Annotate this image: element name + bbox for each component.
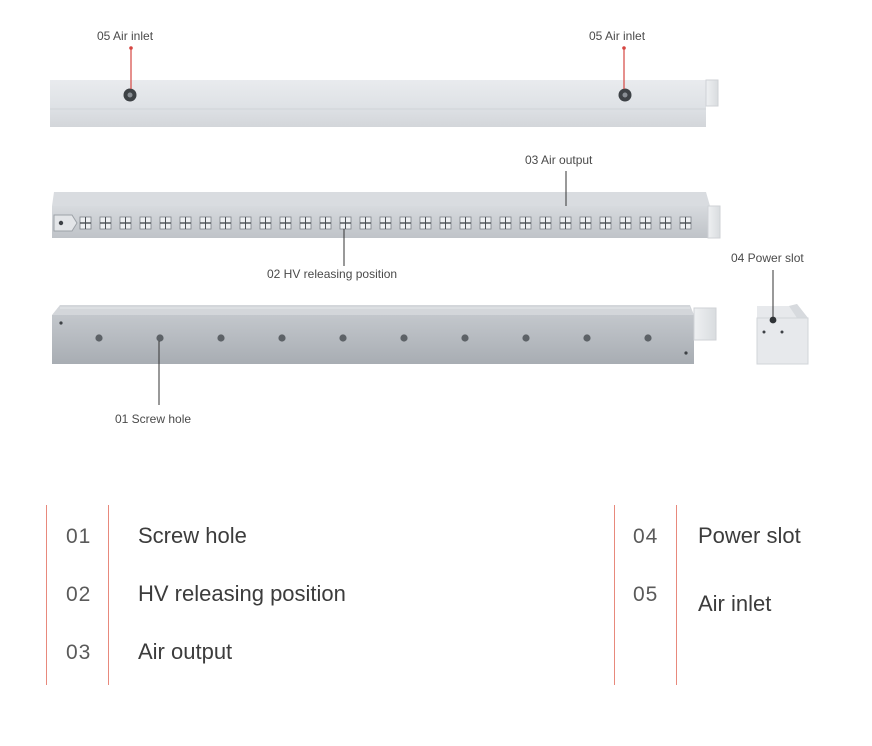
- emitter-tip: [119, 216, 132, 230]
- middle-bar-view: 03 Air output 02 HV releasing position: [52, 153, 721, 281]
- legend-number-02: 02: [66, 583, 92, 606]
- screw-hole: [95, 334, 103, 342]
- emitter-tip: [79, 216, 92, 230]
- emitter-tip: [619, 216, 632, 230]
- screw-hole: [156, 334, 164, 342]
- legend-label-power-slot: Power slot: [698, 523, 801, 548]
- emitter-tip: [639, 216, 652, 230]
- emitter-tip: [679, 216, 692, 230]
- bottom-bar-endcap: [693, 307, 717, 341]
- callout-air-inlet-left: 05 Air inlet: [97, 29, 154, 43]
- callout-hv-releasing: 02 HV releasing position: [267, 267, 397, 281]
- screw-hole: [522, 334, 530, 342]
- emitter-row: [79, 216, 692, 230]
- emitter-tip: [299, 216, 312, 230]
- bottom-bar-body: [52, 315, 694, 364]
- bottom-bar-top-face: [52, 305, 694, 315]
- screw-hole: [461, 334, 469, 342]
- emitter-tip: [199, 216, 212, 230]
- middle-bar-left-plug: [53, 214, 78, 232]
- emitter-tip: [339, 216, 352, 230]
- emitter-tip: [459, 216, 472, 230]
- callout-air-inlet-right: 05 Air inlet: [589, 29, 646, 43]
- end-view: 04 Power slot: [731, 251, 809, 365]
- emitter-tip: [319, 216, 332, 230]
- emitter-tip: [579, 216, 592, 230]
- top-bar-body: [50, 80, 706, 127]
- emitter-tip: [179, 216, 192, 230]
- emitter-tip: [239, 216, 252, 230]
- legend-divider: [614, 505, 615, 685]
- legend-label-air-inlet: Air inlet: [698, 591, 772, 616]
- emitter-tip: [659, 216, 672, 230]
- emitter-tip: [219, 216, 232, 230]
- legend-divider: [108, 505, 109, 685]
- legend: 01 Screw hole 02 HV releasing position 0…: [0, 505, 872, 685]
- power-slot-hole: [769, 316, 777, 324]
- middle-bar-endcap: [707, 205, 721, 239]
- emitter-tip: [539, 216, 552, 230]
- screw-hole: [644, 334, 652, 342]
- emitter-tip: [439, 216, 452, 230]
- emitter-tip: [139, 216, 152, 230]
- legend-divider: [46, 505, 47, 685]
- emitter-tip: [159, 216, 172, 230]
- screw-hole: [217, 334, 225, 342]
- screw-hole: [339, 334, 347, 342]
- legend-number-03: 03: [66, 641, 92, 664]
- emitter-tip: [499, 216, 512, 230]
- legend-label-air-output: Air output: [138, 639, 233, 664]
- callout-screw-hole: 01 Screw hole: [115, 412, 191, 426]
- emitter-tip: [99, 216, 112, 230]
- bottom-bar-view: 01 Screw hole: [52, 305, 717, 426]
- screw-hole-row: [95, 334, 652, 342]
- legend-divider: [676, 505, 677, 685]
- ionizing-bar-diagram: 05 Air inlet 05 Air inlet 03 Air output …: [50, 29, 809, 426]
- top-bar-endcap: [705, 79, 719, 107]
- emitter-tip: [479, 216, 492, 230]
- end-view-face: [757, 304, 808, 364]
- legend-label-hv-releasing: HV releasing position: [138, 581, 346, 606]
- emitter-tip: [379, 216, 392, 230]
- screw-hole: [278, 334, 286, 342]
- emitter-tip: [279, 216, 292, 230]
- emitter-tip: [419, 216, 432, 230]
- top-bar-view: 05 Air inlet 05 Air inlet: [50, 29, 719, 127]
- emitter-tip: [359, 216, 372, 230]
- middle-bar-top-face: [52, 192, 710, 206]
- emitter-tip: [259, 216, 272, 230]
- emitter-tip: [559, 216, 572, 230]
- emitter-tip: [599, 216, 612, 230]
- emitter-tip: [519, 216, 532, 230]
- emitter-tip: [399, 216, 412, 230]
- legend-label-screw-hole: Screw hole: [138, 523, 247, 548]
- callout-power-slot: 04 Power slot: [731, 251, 804, 265]
- legend-number-01: 01: [66, 525, 92, 548]
- legend-number-05: 05: [633, 583, 659, 606]
- legend-number-04: 04: [633, 525, 659, 548]
- screw-hole: [400, 334, 408, 342]
- screw-hole: [583, 334, 591, 342]
- callout-air-output: 03 Air output: [525, 153, 593, 167]
